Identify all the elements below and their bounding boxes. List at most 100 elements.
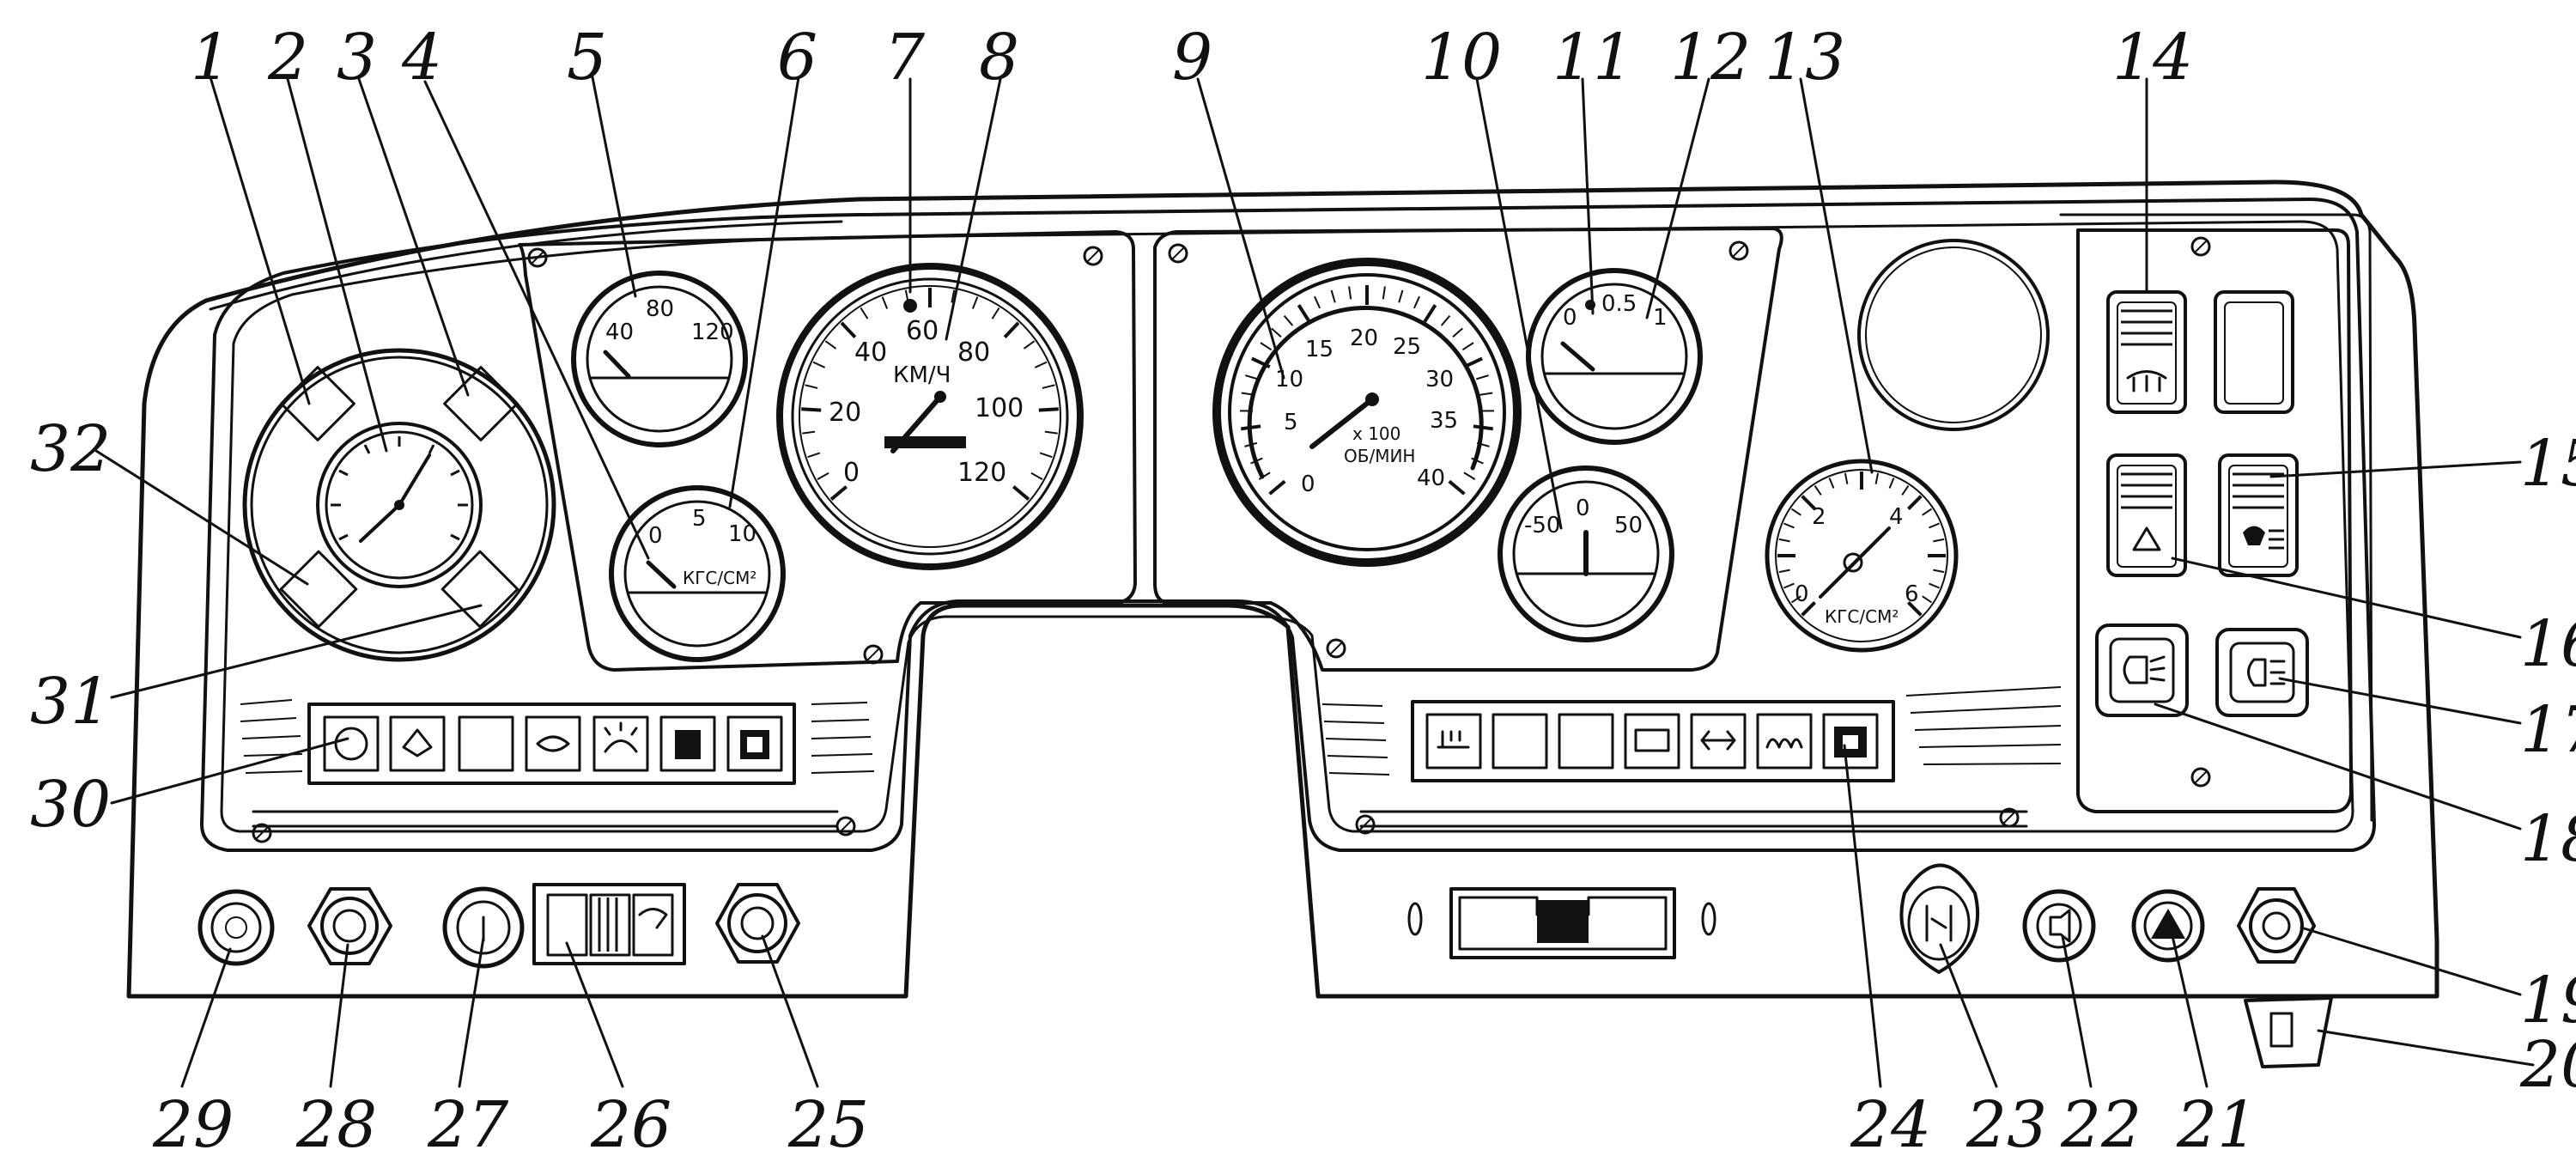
ammeter: -50 0 50 — [1498, 465, 1674, 642]
callout-28: 28 — [295, 1088, 377, 1162]
tach-tick-20: 20 — [1350, 325, 1378, 351]
callout-26: 26 — [590, 1088, 671, 1162]
tachometer-tick — [1251, 356, 1271, 368]
air-tick-4: 4 — [1889, 504, 1904, 530]
air-pressure-tick — [1828, 478, 1835, 489]
tach-tick-30: 30 — [1425, 367, 1454, 392]
tach-tick-0: 0 — [1301, 471, 1315, 497]
amp-tick-zero: 0 — [1576, 496, 1590, 521]
air-pressure-tick — [1783, 582, 1795, 589]
air-unit: КГС/СМ² — [1825, 606, 1899, 627]
speedometer: 0 20 40 60 80 100 120 КМ/Ч — [776, 263, 1084, 570]
air-pressure-tick — [1933, 538, 1945, 543]
callout-32: 32 — [30, 412, 111, 486]
tachometer-tick — [1241, 424, 1261, 431]
callout-22: 22 — [2060, 1088, 2142, 1162]
air-pressure-tick — [1778, 538, 1790, 543]
tachometer-tick — [1463, 471, 1476, 481]
tachometer-tick — [1413, 295, 1420, 309]
speed-unit: КМ/Ч — [893, 362, 951, 388]
tachometer-tick — [1398, 289, 1404, 303]
air-pressure-tick — [1874, 472, 1880, 484]
amp-tick-neg: -50 — [1524, 513, 1560, 538]
tachometer-tick — [1241, 392, 1255, 396]
tach-multiplier: x 100 — [1352, 423, 1400, 444]
tach-tick-15: 15 — [1305, 337, 1334, 362]
callout-13: 13 — [1765, 21, 1845, 94]
callout-20: 20 — [2519, 1028, 2576, 1102]
tachometer-tick — [1440, 315, 1451, 326]
tachometer-tick — [1283, 315, 1294, 326]
speedometer-tick — [1034, 361, 1048, 368]
speed-tick-40: 40 — [854, 338, 887, 368]
air-pressure-tick — [1929, 582, 1940, 589]
speedometer-tick — [951, 289, 956, 303]
tachometer-tick — [1258, 471, 1271, 481]
speed-tick-60: 60 — [906, 316, 939, 346]
air-pressure-tick — [1778, 569, 1790, 574]
speedometer-tick — [1023, 340, 1036, 350]
air-pressure-gauge: 0 2 4 6 КГС/СМ² — [1765, 459, 1959, 653]
tach-tick-25: 25 — [1393, 334, 1421, 360]
tachometer-tick — [1475, 374, 1489, 380]
tachometer-tick — [1463, 356, 1483, 368]
speed-tick-80: 80 — [957, 338, 990, 368]
air-tick-0: 0 — [1795, 581, 1809, 607]
air-pressure-tick — [1907, 601, 1923, 617]
tachometer-tick — [1271, 327, 1282, 338]
air-pressure-tick — [1783, 522, 1795, 529]
speedometer-tick — [807, 452, 821, 459]
screw-heads — [252, 236, 2211, 843]
speedometer-tick — [991, 307, 1000, 319]
speed-tick-120: 120 — [957, 458, 1006, 488]
callout-3: 3 — [337, 21, 377, 94]
callout-7: 7 — [884, 21, 925, 94]
callout-16: 16 — [2520, 607, 2576, 681]
callout-17: 17 — [2520, 693, 2576, 767]
speedometer-tick — [840, 321, 857, 338]
tach-tick-40: 40 — [1417, 465, 1445, 491]
air-pressure-tick — [1901, 484, 1910, 496]
callout-14: 14 — [2112, 21, 2193, 94]
temp-tick-2: 120 — [691, 319, 734, 345]
tachometer-tick — [1297, 304, 1311, 323]
air-pressure-tick — [1929, 522, 1940, 529]
callout-11: 11 — [1552, 21, 1633, 94]
tachometer-tick — [1423, 304, 1437, 323]
temp-tick-1: 80 — [646, 296, 674, 322]
callout-30: 30 — [30, 768, 111, 842]
callout-2: 2 — [267, 21, 308, 94]
callout-23: 23 — [1965, 1088, 2047, 1162]
callout-5: 5 — [567, 21, 607, 94]
oil-tick-0: 0 — [648, 523, 663, 549]
speedometer-tick — [881, 296, 889, 309]
callout-27: 27 — [427, 1088, 508, 1162]
speedometer-tick — [971, 296, 979, 309]
callout-leader-lines — [94, 76, 2535, 1088]
speedometer-tick — [812, 361, 826, 368]
blank-gauge-socket — [1857, 239, 2050, 431]
speedometer-tick — [1042, 384, 1055, 389]
air-pressure-tick — [1922, 595, 1933, 604]
speedometer-tick — [805, 384, 818, 389]
speedometer-tick — [860, 307, 869, 319]
tachometer-ticks — [1239, 285, 1495, 496]
callout-9: 9 — [1172, 21, 1212, 94]
tachometer-tick — [1448, 479, 1466, 496]
tachometer-tick — [1473, 424, 1493, 431]
tachometer-tick — [1330, 289, 1336, 303]
air-pressure-ticks — [1777, 471, 1946, 617]
callout-25: 25 — [787, 1088, 869, 1162]
fuel-gauge: 0 0.5 1 — [1526, 268, 1703, 445]
fuel-tick-half: 0.5 — [1601, 291, 1637, 317]
callout-15: 15 — [2520, 427, 2576, 501]
temperature-gauge: 40 80 120 — [571, 271, 748, 447]
speedometer-tick — [817, 471, 829, 480]
callout-8: 8 — [979, 21, 1019, 94]
tachometer-tick — [1268, 479, 1286, 496]
temp-tick-0: 40 — [605, 319, 634, 345]
oil-tick-2: 10 — [728, 521, 756, 547]
speed-tick-20: 20 — [829, 398, 861, 428]
callout-10: 10 — [1421, 21, 1502, 94]
